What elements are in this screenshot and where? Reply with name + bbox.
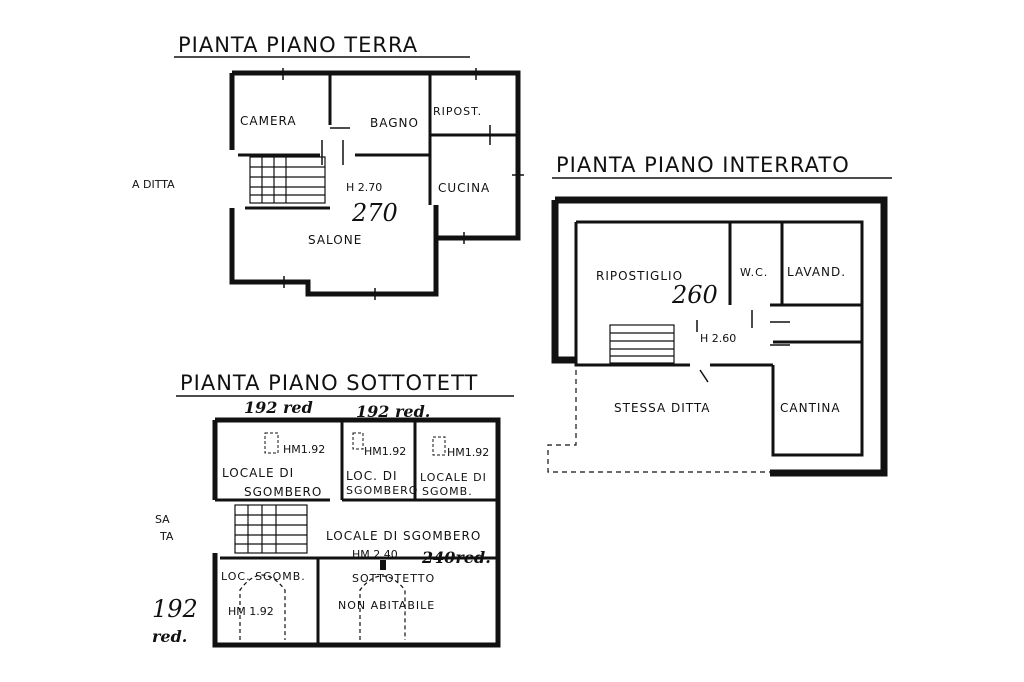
- room-loc-sgomb: LOC. SGOMB.: [221, 570, 306, 583]
- room-camera: CAMERA: [240, 114, 297, 128]
- room-loc-di-line1: LOC. DI: [346, 469, 398, 483]
- room-salone: SALONE: [308, 233, 362, 247]
- attic-plan: PIANTA PIANO SOTTOTETT 192 red 192 red. …: [152, 371, 514, 648]
- room-locale-sgombero-1-line2: SGOMBERO: [244, 485, 322, 499]
- room-loc-di-line2: SGOMBERO: [346, 484, 418, 497]
- attic-hm-2: HM1.92: [364, 445, 406, 458]
- room-cantina: CANTINA: [780, 401, 841, 415]
- ground-height-label: H 2.70: [346, 181, 382, 194]
- attic-title: PIANTA PIANO SOTTOTETT: [180, 371, 478, 395]
- room-locale-di-3-line1: LOCALE DI: [420, 471, 487, 484]
- ground-floor-plan: PIANTA PIANO TERRA CAMERA BAGNO RIPOST. …: [132, 33, 524, 300]
- room-ripostiglio: RIPOSTIGLIO: [596, 269, 683, 283]
- basement-stairs: [609, 324, 675, 364]
- attic-handwritten-192: 192: [152, 595, 198, 623]
- attic-side-label-2: TA: [159, 530, 174, 543]
- ground-handwritten-height: 270: [351, 199, 398, 227]
- room-cucina: CUCINA: [438, 181, 490, 195]
- room-locale-sgombero-big: LOCALE DI SGOMBERO: [326, 529, 481, 543]
- attic-hm-240: HM 2.40: [352, 548, 398, 561]
- room-wc: W.C.: [740, 266, 768, 279]
- attic-hm-low: HM 1.92: [228, 605, 274, 618]
- ground-stairs: [249, 156, 326, 204]
- room-ripost: RIPOST.: [433, 105, 482, 118]
- room-locale-sgombero-1-line1: LOCALE DI: [222, 466, 294, 480]
- room-bagno: BAGNO: [370, 116, 419, 130]
- attic-note-left: 192 red: [244, 398, 313, 417]
- attic-hm-3: HM1.92: [447, 446, 489, 459]
- attic-stairs: [234, 504, 308, 554]
- room-lavand: LAVAND.: [787, 265, 846, 279]
- ground-floor-title: PIANTA PIANO TERRA: [178, 33, 418, 57]
- attic-handwritten-red: red.: [152, 627, 187, 646]
- attic-note-right: 192 red.: [356, 402, 430, 421]
- room-locale-di-3-line2: SGOMB.: [422, 485, 473, 498]
- basement-height-label: H 2.60: [700, 332, 736, 345]
- ground-side-label: A DITTA: [132, 178, 175, 191]
- room-stessa-ditta: STESSA DITTA: [614, 401, 711, 415]
- attic-handwritten-240: 240red.: [421, 548, 491, 567]
- room-non-abitabile: NON ABITABILE: [338, 599, 435, 612]
- attic-side-label-1: SA: [155, 513, 170, 526]
- basement-plan: PIANTA PIANO INTERRATO RIPOSTIGLIO W.C. …: [547, 153, 892, 477]
- room-sottotetto: SOTTOTETTO: [352, 572, 435, 585]
- basement-handwritten-height: 260: [671, 281, 718, 309]
- basement-title: PIANTA PIANO INTERRATO: [556, 153, 850, 177]
- attic-hm-1: HM1.92: [283, 443, 325, 456]
